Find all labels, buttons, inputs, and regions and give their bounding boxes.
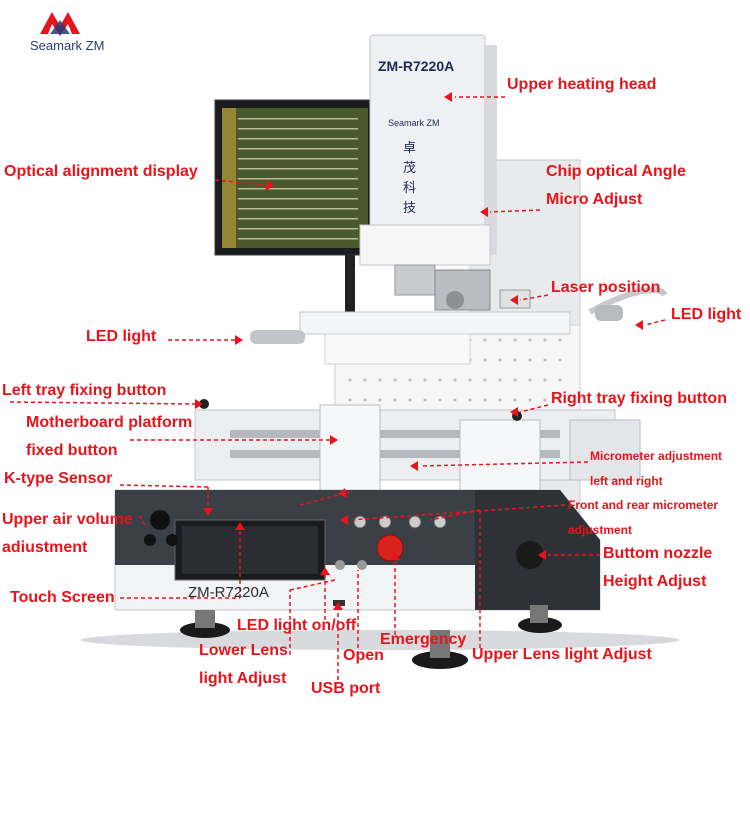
label-lower-lens: Lower Lens (199, 642, 288, 659)
label-upper-heating-head: Upper heating head (507, 76, 657, 93)
head-model-text: ZM-R7220A (378, 58, 455, 74)
head-chinese-text: 卓茂科技 (403, 140, 417, 215)
label-k-type-sensor: K-type Sensor (4, 470, 113, 487)
label-height-adjust: Height Adjust (603, 573, 707, 590)
label-buttom-nozzle: Buttom nozzle (603, 545, 713, 562)
label-led-light-right: LED light (671, 306, 742, 323)
label-front-rear-micrometer: Front and rear micrometer (568, 498, 719, 512)
label-optical-alignment-display: Optical alignment display (4, 163, 198, 180)
label-adiustment: adiustment (2, 539, 88, 556)
head-brand-text: Seamark ZM (388, 118, 440, 128)
label-adjustment: adjustment (568, 523, 633, 537)
pcb-platform (194, 409, 616, 481)
logo-text: Seamark ZM (30, 38, 105, 53)
usb-port (333, 600, 345, 606)
air-volume-knob (150, 510, 170, 530)
label-laser-position: Laser position (551, 279, 661, 296)
gantry-beam (299, 311, 571, 335)
label-motherboard-platform: Motherboard platform (26, 414, 193, 431)
label-open: Open (343, 647, 384, 664)
label-usb-port: USB port (311, 680, 381, 697)
label-left-tray-fixing-button: Left tray fixing button (2, 382, 167, 399)
label-light-adjust: light Adjust (199, 670, 287, 687)
monitor-stand (345, 255, 355, 315)
label-fixed-button: fixed button (26, 442, 118, 459)
label-led-light-left: LED light (86, 328, 157, 345)
led-light-left (250, 330, 305, 344)
label-left-and-right: left and right (590, 474, 663, 488)
base-model-text: ZM-R7220A (188, 584, 269, 601)
label-micro-adjust: Micro Adjust (546, 191, 643, 208)
label-upper-air-volume: Upper air volume (2, 511, 133, 528)
label-touch-screen: Touch Screen (10, 589, 115, 606)
label-chip-optical-angle: Chip optical Angle (546, 163, 686, 180)
label-micrometer-adjustment: Micrometer adjustment (590, 449, 723, 463)
label-led-light-on-off: LED light on/off (237, 617, 357, 634)
emergency-stop-button (376, 534, 404, 562)
label-emergency: Emergency (380, 631, 467, 648)
bottom-nozzle-knob (516, 541, 544, 569)
label-right-tray-fixing-button: Right tray fixing button (551, 390, 727, 407)
label-upper-lens-light-adjust: Upper Lens light Adjust (472, 646, 652, 663)
